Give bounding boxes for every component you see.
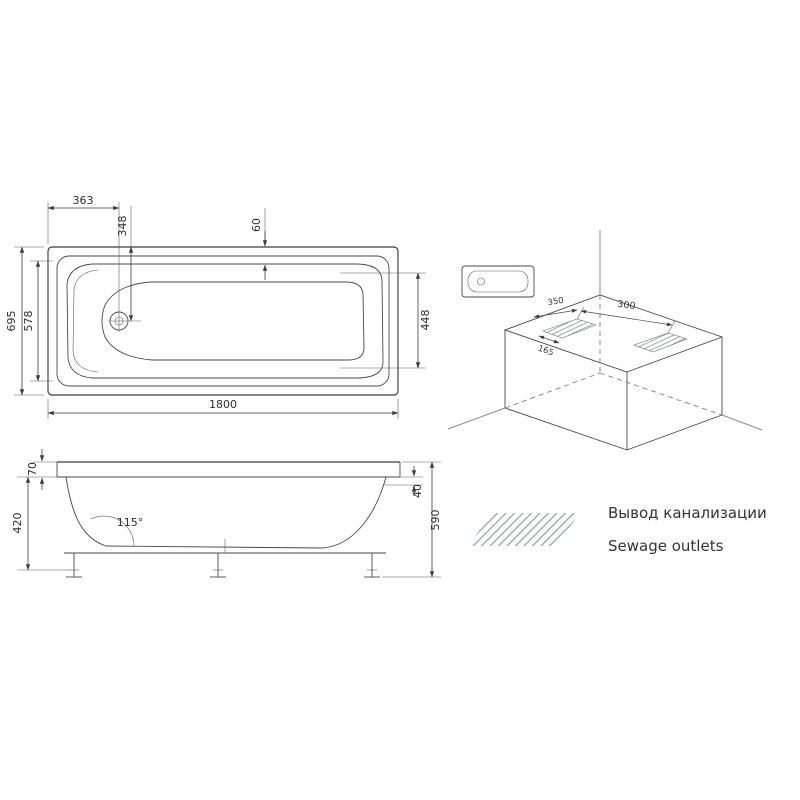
tub-opening-contour — [66, 263, 384, 379]
dim-label-363: 363 — [73, 194, 94, 207]
bathtub-icon-rim — [467, 270, 529, 293]
legend-label-ru: Вывод канализации — [608, 504, 767, 522]
dim-label-350: 350 — [547, 296, 565, 308]
box-top-face — [503, 294, 724, 373]
dim-label-40: 40 — [411, 484, 424, 498]
dim-label-165: 165 — [536, 344, 555, 359]
floor-line-right — [721, 414, 763, 431]
floor-line-left — [447, 407, 506, 430]
dim-label-448: 448 — [419, 310, 432, 331]
legend: Вывод канализации Sewage outlets — [468, 504, 767, 555]
side-view-dimensions: 70 420 40 590 — [11, 449, 442, 578]
dim-line-165 — [538, 335, 560, 344]
extension-line — [667, 320, 676, 334]
angle-arc — [90, 515, 135, 547]
bathtub-icon-drain — [477, 277, 485, 286]
legend-label-en: Sewage outlets — [608, 537, 724, 555]
legend-hatch-swatch — [468, 513, 580, 546]
dim-label-300: 300 — [617, 299, 636, 312]
dim-label-70: 70 — [26, 462, 39, 476]
dim-label-420: 420 — [11, 513, 24, 534]
tub-profile — [65, 476, 387, 549]
dim-label-590: 590 — [429, 510, 442, 531]
dim-label-60: 60 — [250, 218, 263, 232]
dim-label-695: 695 — [5, 311, 18, 332]
top-view-dimensions: 363 348 60 448 695 578 1800 — [5, 194, 432, 419]
bathtub-icon — [461, 265, 535, 298]
dim-label-1800: 1800 — [209, 398, 237, 411]
tub-floor-contour — [101, 281, 365, 361]
top-view — [47, 246, 399, 396]
bathtub-icon-outline — [461, 265, 535, 298]
iso-view: 300 350 165 — [447, 230, 763, 451]
sewage-outlet-right — [633, 332, 688, 353]
dim-label-angle: 115° — [117, 516, 144, 529]
extension-line — [576, 306, 585, 320]
box-hidden-edge — [599, 372, 723, 416]
dim-label-348: 348 — [116, 216, 129, 237]
sewage-outlet-left — [542, 318, 597, 339]
tub-rim-contour — [56, 255, 390, 387]
frame-legs — [66, 553, 380, 578]
dim-line-300 — [580, 309, 673, 327]
dim-line-350 — [533, 308, 578, 319]
dim-label-578: 578 — [22, 311, 35, 332]
box-edge — [504, 407, 628, 451]
tub-head-slope-line — [72, 269, 99, 373]
tub-outer-contour — [47, 246, 399, 396]
side-view: 115° — [56, 461, 401, 578]
box-hidden-edge — [504, 372, 601, 409]
box-edge — [626, 414, 723, 451]
